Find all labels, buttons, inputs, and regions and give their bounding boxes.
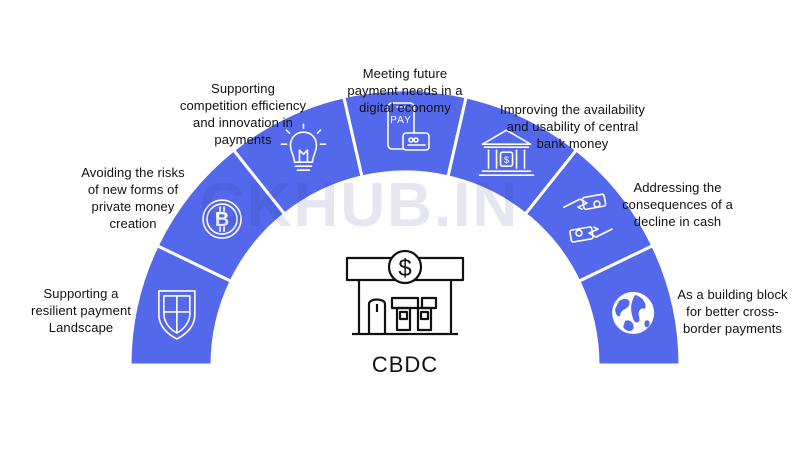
cash-exchange-icon (563, 193, 613, 243)
globe-icon (612, 291, 655, 334)
watermark: CKHUB.IN (200, 171, 520, 240)
label-central-bank-money: Improving the availability and usability… (500, 102, 645, 151)
label-resilient-payment: Supporting a resilient payment Landscape (31, 286, 131, 335)
cbdc-title: CBDC (371, 352, 439, 377)
lightbulb-icon (280, 123, 327, 171)
svg-text:$: $ (504, 155, 509, 165)
bank-building-icon: $ (478, 129, 535, 176)
bitcoin-coin-icon: B (202, 199, 242, 239)
label-future-payment-needs: Meeting future payment needs in a digita… (347, 66, 463, 115)
svg-text:B: B (215, 209, 229, 231)
shield-icon (158, 290, 196, 340)
mobile-pay-icon: PAY (387, 102, 430, 151)
svg-text:$: $ (398, 255, 411, 282)
label-competition-efficiency: Supporting competition efficiency and in… (179, 81, 307, 147)
svg-text:PAY: PAY (390, 115, 412, 126)
label-cross-border: As a building block for better cross- bo… (677, 287, 788, 336)
bank-storefront-icon: $ (345, 249, 465, 336)
label-decline-in-cash: Addressing the consequences of a decline… (622, 180, 733, 229)
label-avoiding-risks: Avoiding the risks of new forms of priva… (81, 165, 185, 231)
